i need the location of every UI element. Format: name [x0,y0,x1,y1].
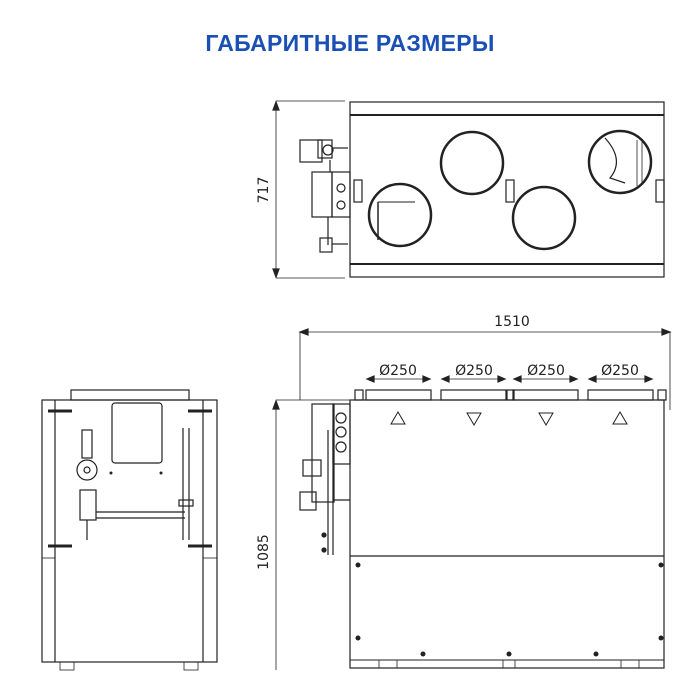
flow-arrow-3-icon [538,412,554,426]
duct-diameter-4: Ø250 [601,363,639,379]
duct-diameter-3: Ø250 [527,363,565,379]
flow-arrow-1-icon [390,411,406,425]
top-view: 717 [256,100,665,279]
duct-3: Ø250 [512,363,579,401]
duct-4: Ø250 [587,363,654,401]
duct-diameter-1: Ø250 [379,363,417,379]
flow-arrow-2-icon [466,412,482,426]
flow-arrow-4-icon [612,411,628,425]
duct-2: Ø250 [440,363,507,401]
top-view-height-dim: 717 [256,177,272,204]
front-view-height-dim: 1085 [256,534,272,570]
duct-1: Ø250 [365,363,432,401]
front-view-width-dim: 1510 [494,314,530,330]
front-view: 1510 1085 Ø250 Ø250 Ø250 Ø [256,314,672,670]
page-title: ГАБАРИТНЫЕ РАЗМЕРЫ [205,30,495,56]
side-view [41,389,218,671]
duct-diameter-2: Ø250 [455,363,493,379]
